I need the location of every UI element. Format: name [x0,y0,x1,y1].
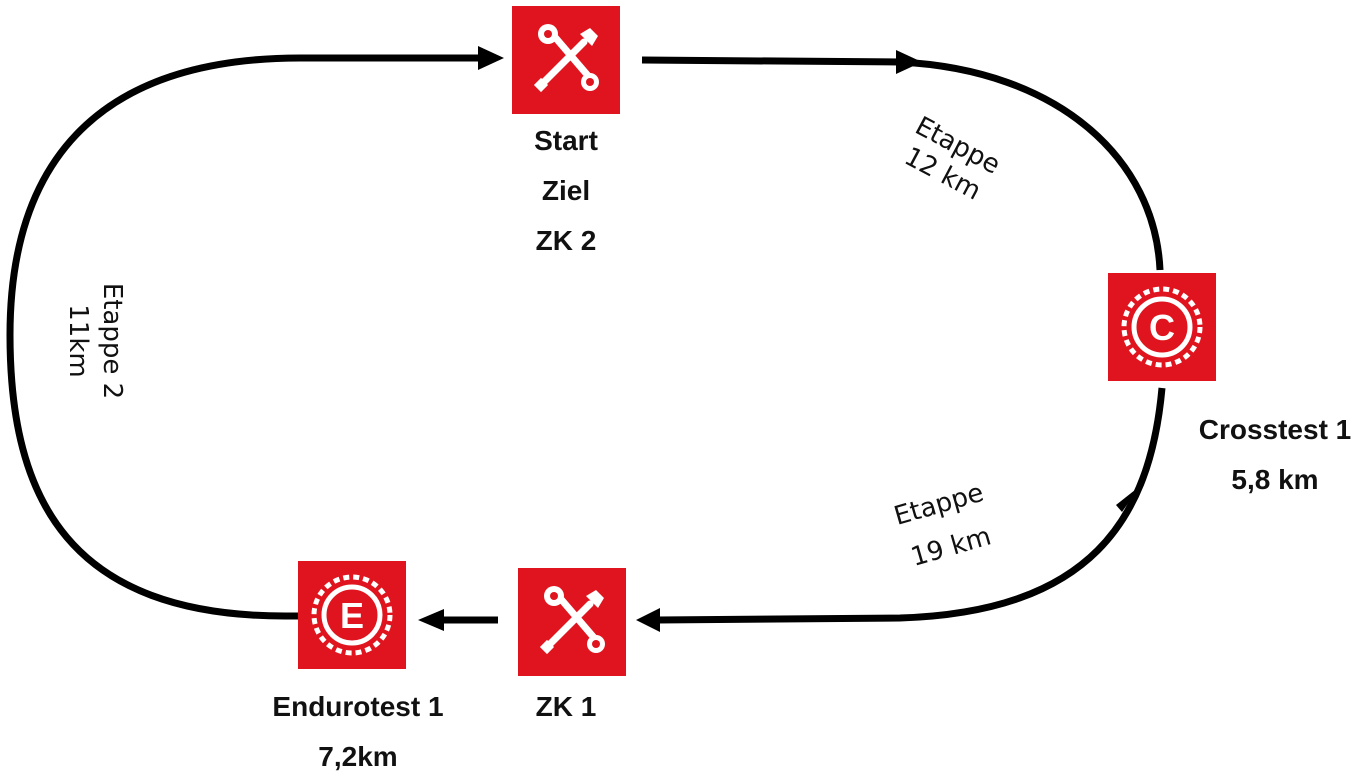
finish-label: Ziel [541,175,591,206]
zk2-label: ZK 2 [535,225,597,256]
stage-2-11km-label: Etappe 2 11km [61,256,129,426]
zk1-name: ZK 1 [535,691,597,722]
crosstest-label: Crosstest 1 5,8 km [1180,405,1368,505]
crosstest-distance: 5,8 km [1231,464,1319,495]
arrow-head-right-down [1116,486,1140,512]
start-label: Start [534,125,598,156]
endurotest-distance: 7,2km [318,741,398,772]
endurotest-badge-letter: E [340,595,364,636]
cross-test-c-badge-icon: C [1121,286,1203,368]
start-station-tool-box [512,6,620,114]
crosstest-station-box: C [1108,273,1216,381]
crosstest-badge-letter: C [1149,307,1175,348]
start-station-label: Start Ziel ZK 2 [486,116,646,266]
track-top-right [641,56,901,66]
crosstest-name: Crosstest 1 [1198,414,1352,445]
wrench-screwdriver-icon [533,24,599,93]
stage-2-title: Etappe 2 [97,282,127,400]
endurotest-name: Endurotest 1 [272,691,444,722]
enduro-test-e-badge-icon: E [311,574,393,656]
wrench-screwdriver-icon [539,586,605,655]
zk1-station-tool-box [518,568,626,676]
arrow-head-to-zk1 [636,608,660,632]
track-right-upper-arc [899,58,1164,271]
endurotest-label: Endurotest 1 7,2km [238,682,478,782]
stage-2-distance: 11km [63,304,93,378]
arrow-head-to-start [478,46,504,70]
arrow-head-to-enduro [418,609,444,631]
endurotest-station-box: E [298,561,406,669]
track-right-lower-arc [657,387,1166,624]
zk1-label: ZK 1 [496,682,636,732]
track-left-arc [6,54,494,620]
